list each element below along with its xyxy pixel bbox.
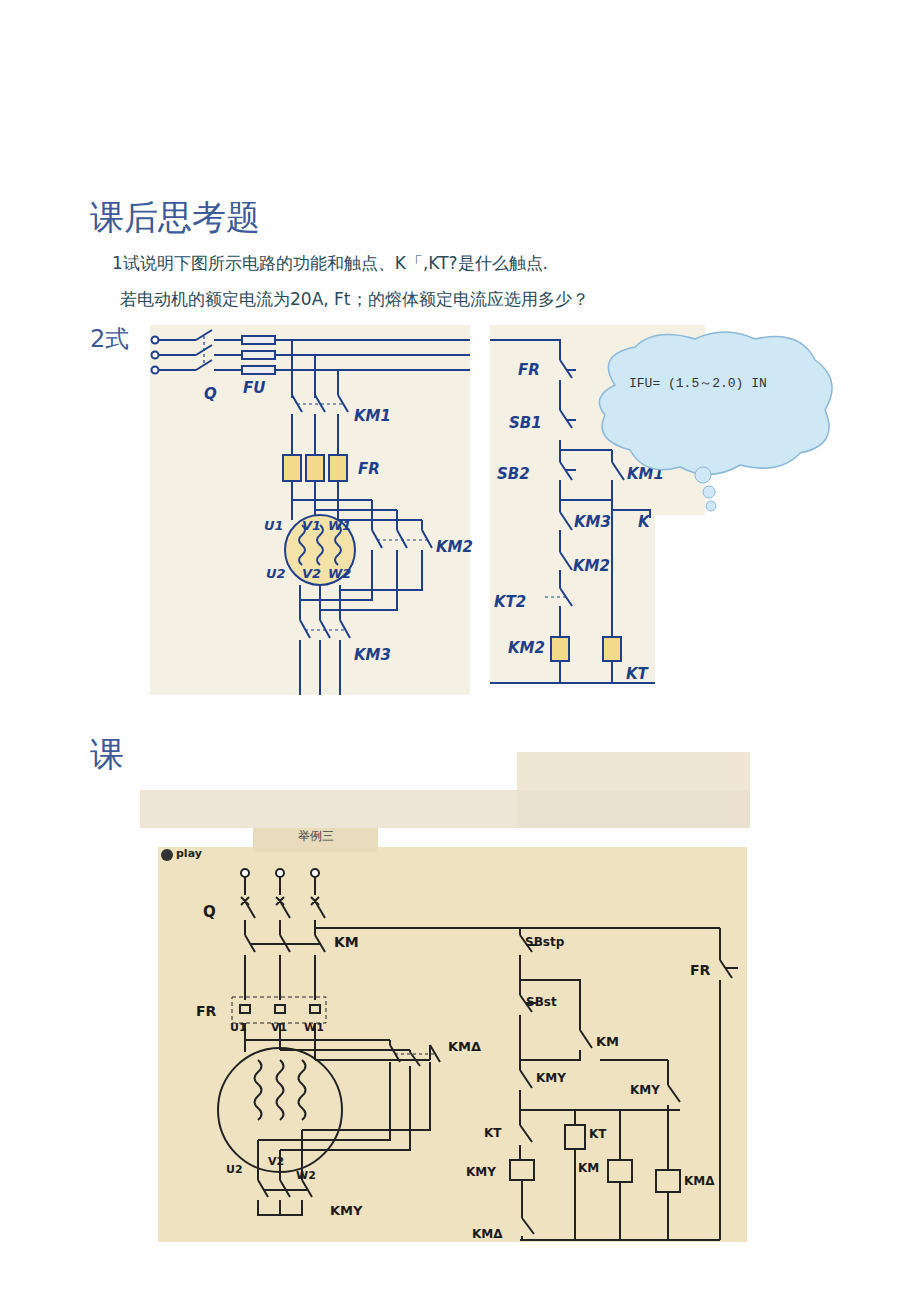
terminal-label: W1 <box>304 1022 324 1035</box>
terminal-label: Q <box>204 386 217 403</box>
terminal-label: FR <box>690 962 710 978</box>
terminal-label: KT <box>626 666 648 683</box>
terminal-label: KT <box>484 1127 501 1141</box>
question-text: 2式 <box>90 326 129 354</box>
terminal-label: FU <box>243 380 265 397</box>
terminal-label: K <box>638 514 650 531</box>
terminal-label: KMY <box>630 1084 660 1098</box>
terminal-label: KM2 <box>508 640 545 657</box>
tab-text: 举例三 <box>253 830 378 844</box>
cloud-shape <box>585 325 840 515</box>
banner-strip <box>140 790 750 828</box>
terminal-label: KM <box>334 934 359 950</box>
terminal-label: KT2 <box>494 594 526 611</box>
terminal-label: KM <box>578 1162 599 1176</box>
terminal-label: play <box>176 848 202 861</box>
terminal-label: V1 <box>271 1022 287 1035</box>
terminal-label: SB2 <box>497 466 530 483</box>
play-icon <box>161 849 173 861</box>
terminal-label: KM <box>596 1035 619 1050</box>
terminal-label: W2 <box>296 1170 316 1183</box>
terminal-label: V2 <box>302 567 321 582</box>
cloud-callout: IFU= (1.5～2.0) IN <box>585 325 840 515</box>
terminal-label: KM1 <box>354 408 391 425</box>
terminal-label: U2 <box>226 1164 243 1177</box>
callout-text: IFU= (1.5～2.0) IN <box>629 375 779 393</box>
terminal-label: V1 <box>302 519 321 534</box>
terminal-label: KMY <box>330 1204 362 1219</box>
terminal-label: FR <box>196 1003 216 1019</box>
terminal-label: SBstp <box>525 936 564 950</box>
terminal-label: V2 <box>268 1156 284 1169</box>
terminal-label: Q <box>203 904 216 921</box>
terminal-label: KMY <box>466 1166 496 1180</box>
main-circuit <box>152 330 471 695</box>
terminal-label: KM2 <box>573 558 610 575</box>
terminal-label: KM2 <box>436 539 473 556</box>
question-text: 1试说明下图所示电路的功能和触点、K「,KT?是什么触点. <box>112 254 548 274</box>
page-heading: 课后思考题 <box>90 198 260 237</box>
terminal-label: U1 <box>230 1022 247 1035</box>
terminal-label: KM3 <box>354 647 391 664</box>
terminal-label: U1 <box>264 519 284 534</box>
terminal-label: KMY <box>536 1072 566 1086</box>
terminal-label: W2 <box>328 567 351 582</box>
question-text: 课 <box>90 735 124 774</box>
terminal-label: KMΔ <box>684 1175 715 1189</box>
terminal-label: KM3 <box>574 514 611 531</box>
tab-band: 举例三 <box>253 828 378 852</box>
terminal-label: W1 <box>328 519 351 534</box>
terminal-label: SB1 <box>509 415 542 432</box>
terminal-label: U2 <box>266 567 286 582</box>
star-delta-circuit <box>218 869 738 1240</box>
terminal-label: FR <box>518 362 540 379</box>
crop-mask <box>655 515 845 690</box>
terminal-label: SBst <box>526 996 557 1010</box>
terminal-label: KMΔ <box>448 1040 481 1055</box>
question-text: 若电动机的额定电流为20A, Ft；的熔体额定电流应选用多少？ <box>120 290 589 310</box>
terminal-label: FR <box>358 461 380 478</box>
crop-mask <box>140 752 517 790</box>
panel-bg <box>158 847 747 1242</box>
terminal-label: KMΔ <box>472 1228 503 1242</box>
panel-bg <box>150 325 470 695</box>
terminal-label: KT <box>589 1128 606 1142</box>
